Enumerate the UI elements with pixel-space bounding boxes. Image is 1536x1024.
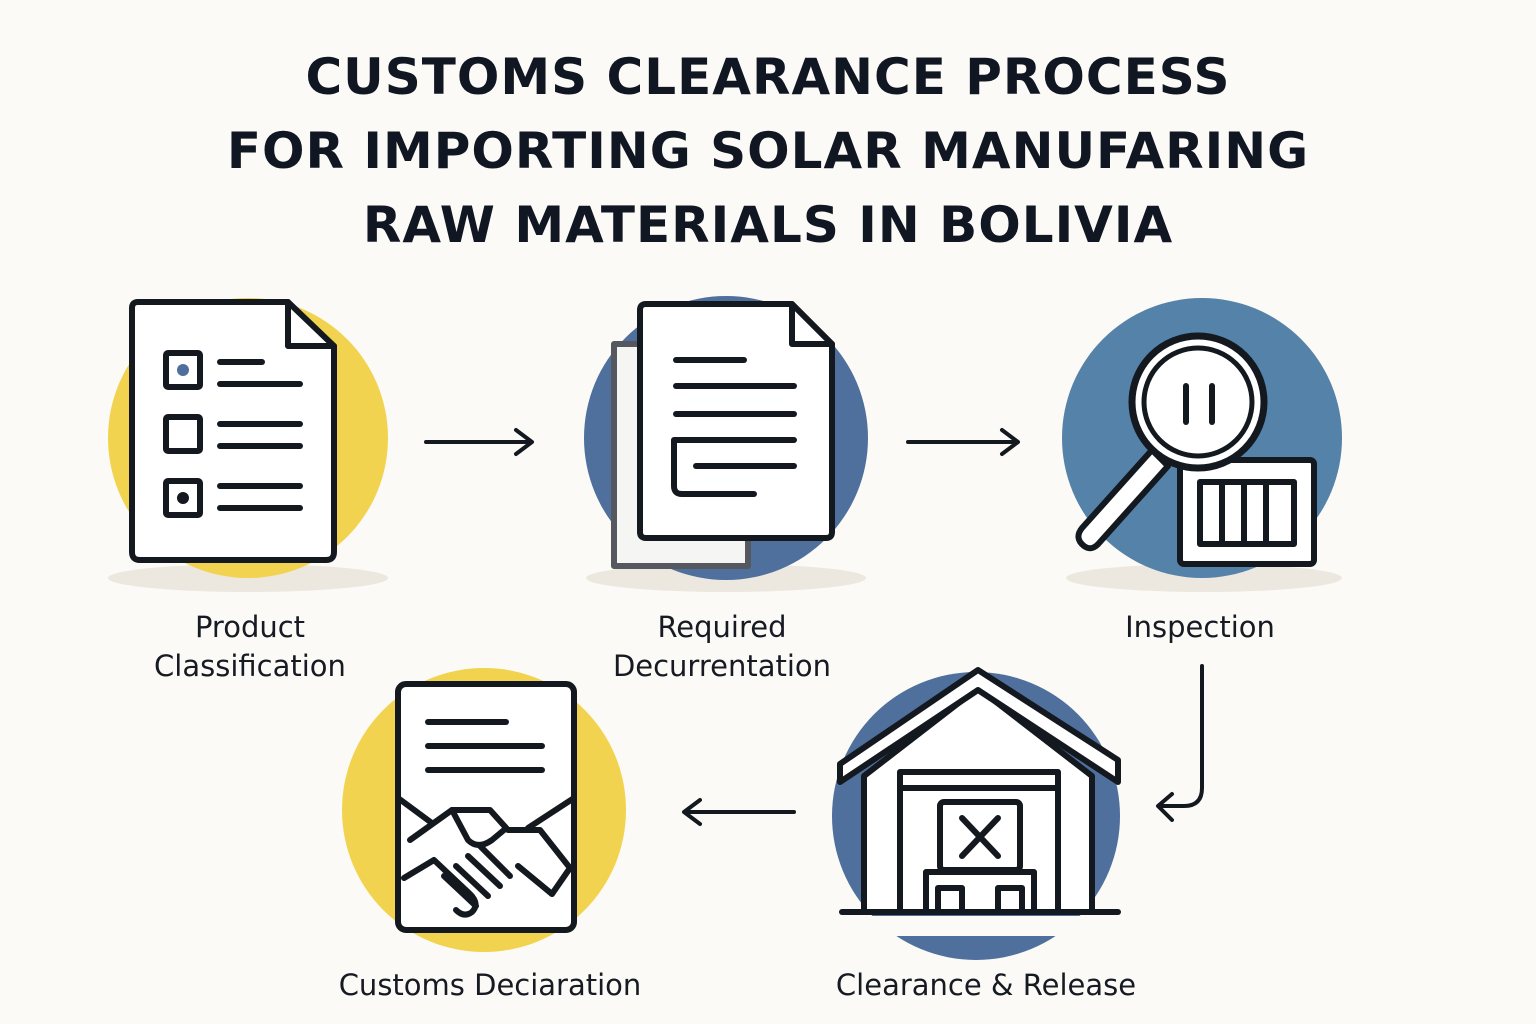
- step-label-clearance-release: Clearance & Release: [835, 968, 1137, 1002]
- handshake-document-icon: [342, 668, 626, 952]
- warehouse-icon: [828, 667, 1128, 960]
- arrow-right-2: [906, 428, 1020, 456]
- title-line-1: CUSTOMS CLEARANCE PROCESS: [305, 48, 1231, 106]
- title-line-2: FOR IMPORTING SOLAR MANUFARING: [226, 122, 1310, 180]
- step-product-classification: [100, 290, 400, 592]
- magnifier-crate-icon: [1062, 298, 1342, 592]
- step-customs-declaration: [340, 668, 640, 952]
- checklist-document-icon: [108, 298, 388, 592]
- arrow-right-1: [424, 428, 534, 456]
- arrow-down-left: [1156, 664, 1204, 822]
- step-label-customs-declaration: Customs Deciaration: [338, 968, 642, 1002]
- stacked-documents-icon: [584, 296, 868, 592]
- step-clearance-release: [828, 667, 1128, 960]
- step-label-product-classification: Product Classification: [154, 610, 346, 683]
- arrow-left: [682, 798, 796, 826]
- step-label-required-documentation: Required Decurrentation: [612, 610, 832, 683]
- step-inspection: [1058, 292, 1358, 592]
- title-line-3: RAW MATERIALS IN BOLIVIA: [362, 196, 1174, 254]
- diagram-title: CUSTOMS CLEARANCE PROCESS FOR IMPORTING …: [0, 40, 1536, 262]
- step-label-inspection: Inspection: [1125, 610, 1275, 644]
- step-required-documentation: [578, 290, 878, 592]
